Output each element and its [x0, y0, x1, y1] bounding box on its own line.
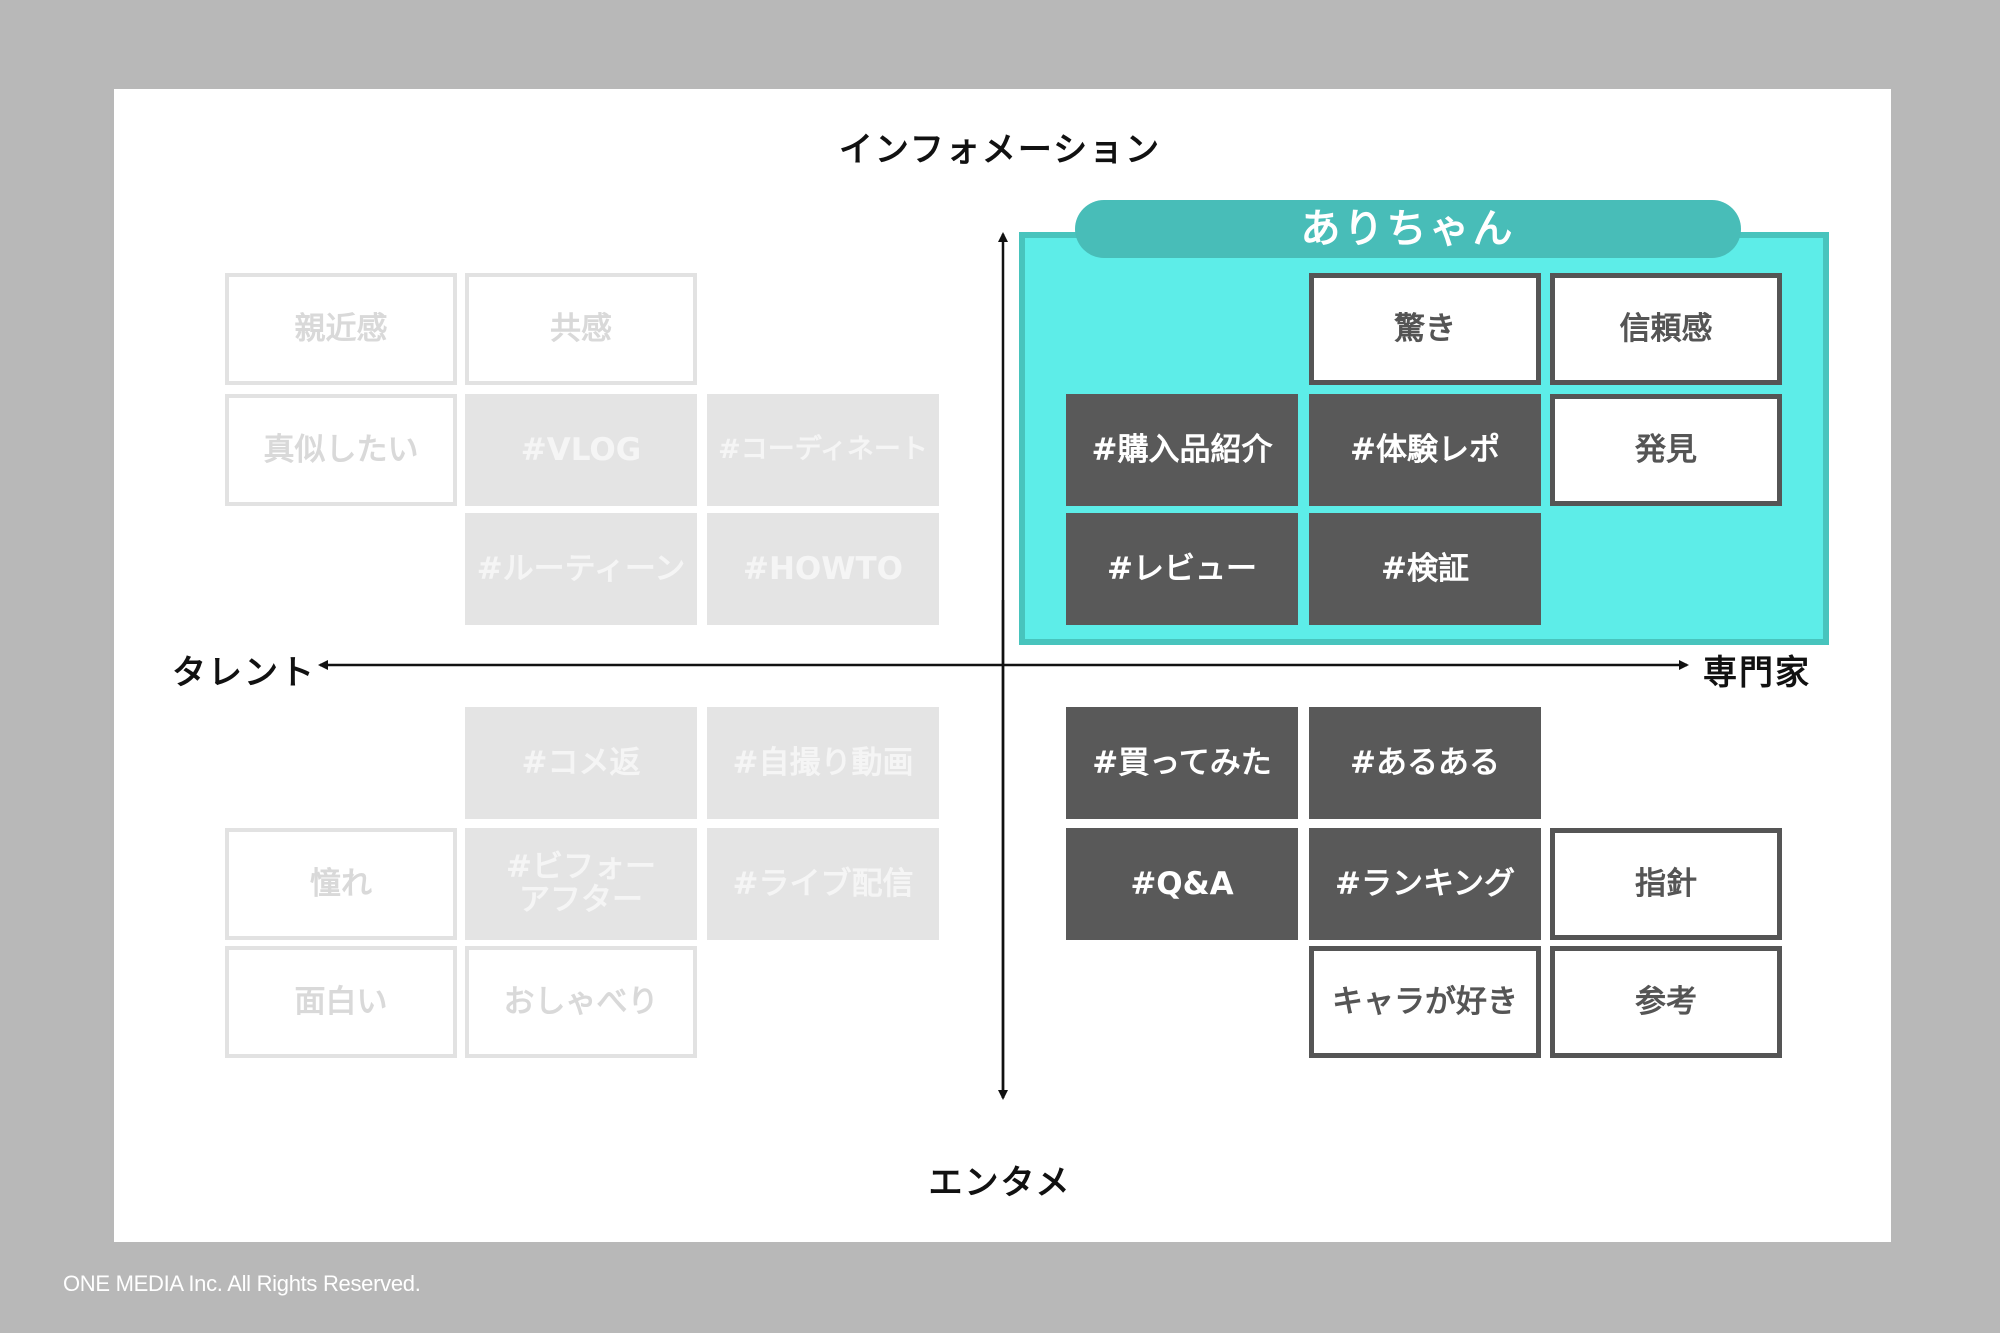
tag-jidori: #自撮り動画 [707, 707, 939, 819]
tag-chara: キャラが好き [1309, 946, 1541, 1058]
tag-taiken: #体験レポ [1309, 394, 1541, 506]
tag-manetai: 真似したい [225, 394, 457, 506]
tag-routine: #ルーティーン [465, 513, 697, 625]
tag-akogare: 憧れ [225, 828, 457, 940]
tag-hakken: 発見 [1550, 394, 1782, 506]
tag-kattemita: #買ってみた [1066, 707, 1298, 819]
tag-review: #レビュー [1066, 513, 1298, 625]
tag-odoroki: 驚き [1309, 273, 1541, 385]
tag-vlog: #VLOG [465, 394, 697, 506]
axis-label-top: インフォメーション [838, 130, 1162, 170]
axis-label-left: タレント [172, 653, 316, 693]
highlight-title: ありちゃん [1075, 200, 1741, 258]
tag-omoshiroi: 面白い [225, 946, 457, 1058]
tag-comegaeshi: #コメ返 [465, 707, 697, 819]
tag-kyokan: 共感 [465, 273, 697, 385]
tag-oshaberi: おしゃべり [465, 946, 697, 1058]
tag-kensho: #検証 [1309, 513, 1541, 625]
tag-ranking: #ランキング [1309, 828, 1541, 940]
tag-shinkinkan: 親近感 [225, 273, 457, 385]
axis-label-right: 専門家 [1703, 653, 1811, 693]
axis-label-bottom: エンタメ [928, 1163, 1072, 1203]
tag-live: #ライブ配信 [707, 828, 939, 940]
tag-sanko: 参考 [1550, 946, 1782, 1058]
tag-shishin: 指針 [1550, 828, 1782, 940]
tag-aruaru: #あるある [1309, 707, 1541, 819]
tag-howto: #HOWTO [707, 513, 939, 625]
tag-shinraikan: 信頼感 [1550, 273, 1782, 385]
tag-konyuhin: #購入品紹介 [1066, 394, 1298, 506]
copyright: ONE MEDIA Inc. All Rights Reserved. [63, 1271, 421, 1296]
tag-before-after: #ビフォー アフター [465, 828, 697, 940]
tag-qa: #Q&A [1066, 828, 1298, 940]
tag-coordinate: #コーディネート [707, 394, 939, 506]
